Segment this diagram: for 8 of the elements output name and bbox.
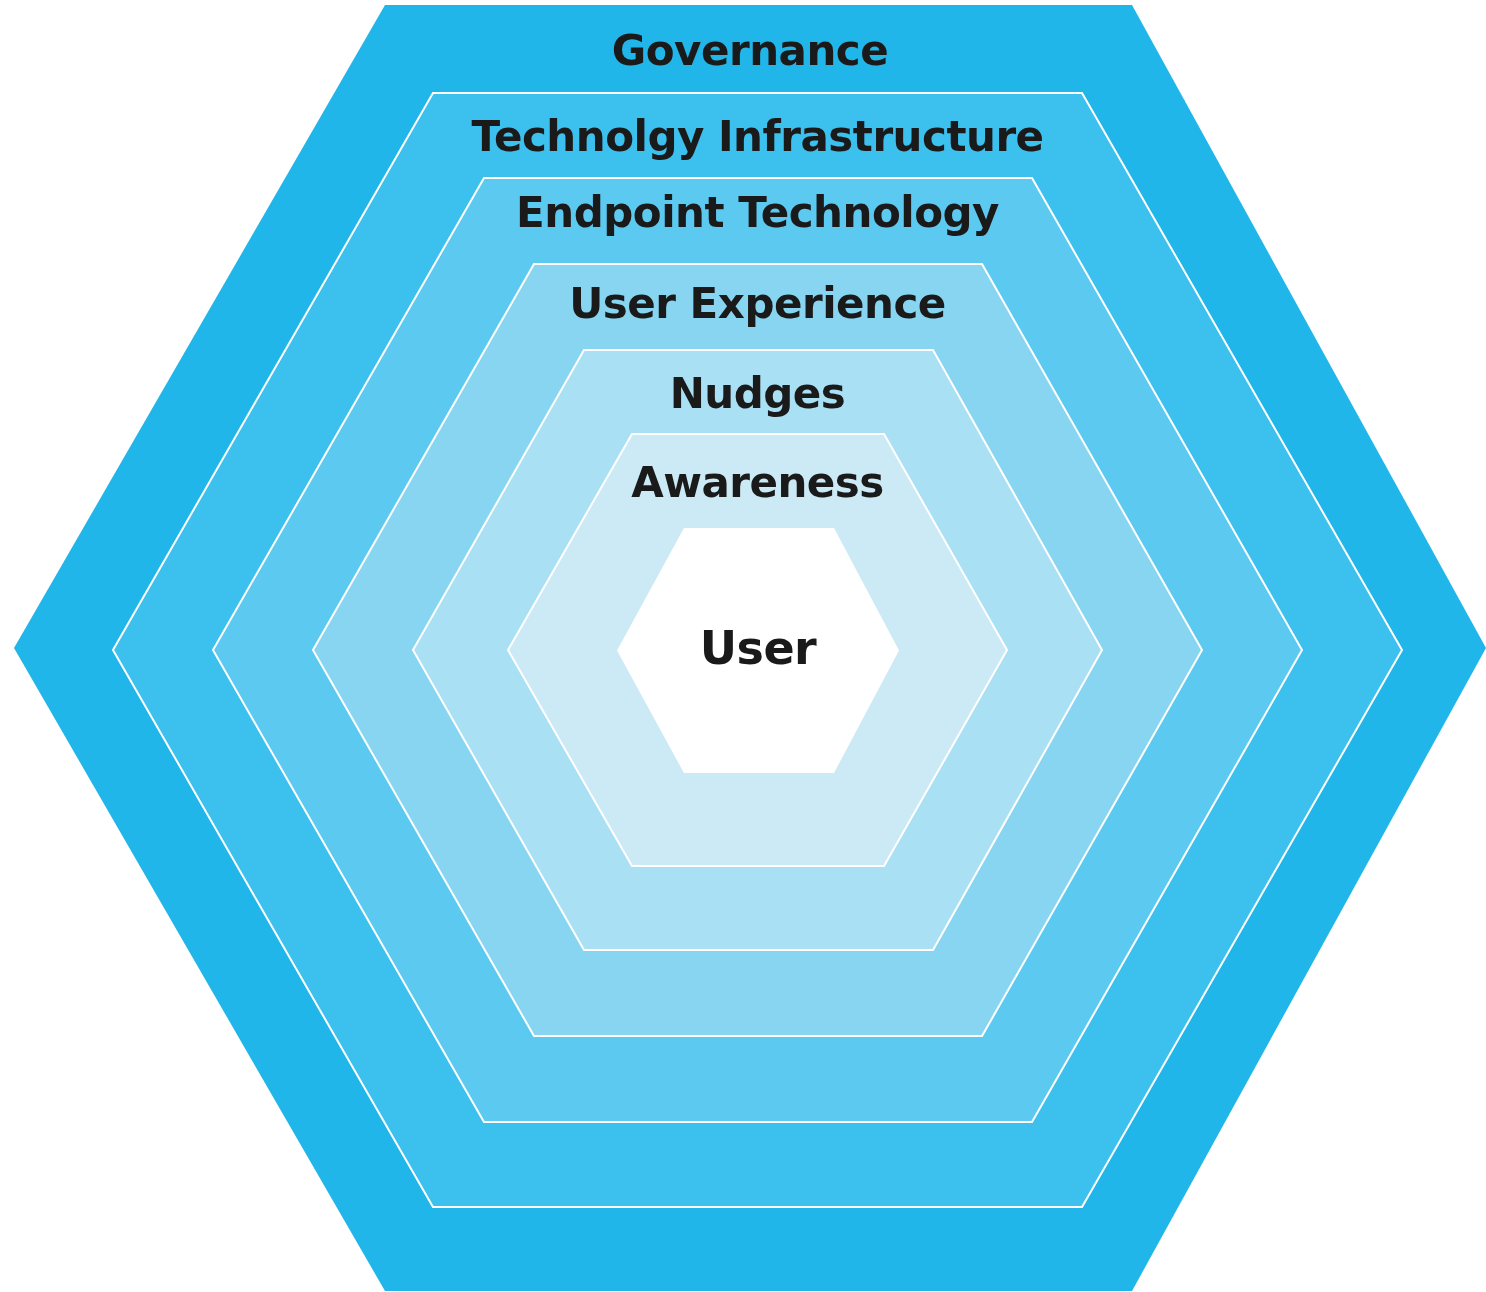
layer-label: Endpoint Technology [516, 188, 999, 238]
layer-label: Technolgy Infrastructure [471, 112, 1044, 162]
layer-label: Nudges [669, 369, 846, 419]
layer-label: Awareness [631, 458, 884, 508]
layer-label: Governance [611, 26, 889, 76]
layer-label: User [699, 622, 817, 676]
hexagon-layer [617, 528, 899, 773]
layer-label: User Experience [569, 279, 946, 329]
